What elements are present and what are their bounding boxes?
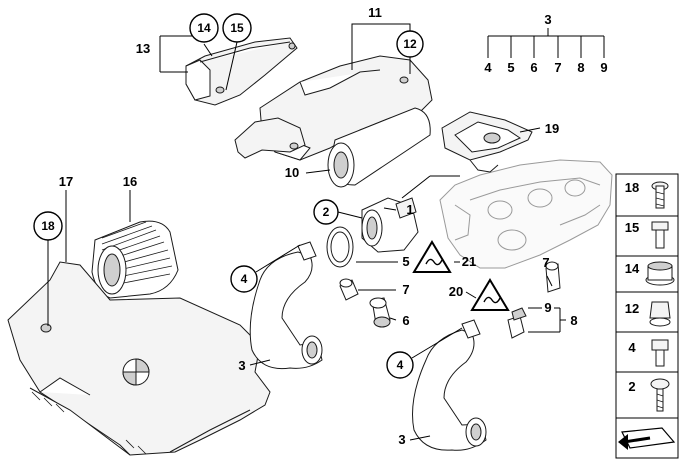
leader-lines bbox=[47, 23, 605, 441]
part-7-hose-connector-right bbox=[545, 261, 561, 293]
callout-4-left: 4 bbox=[230, 265, 258, 293]
group3-item-9: 9 bbox=[600, 60, 607, 75]
callout-4-left-text: 4 bbox=[241, 272, 248, 286]
sidebar-label-4: 4 bbox=[628, 340, 636, 355]
callout-14-text: 14 bbox=[197, 21, 211, 35]
callout-7-left: 7 bbox=[402, 282, 409, 297]
part-13-intake-snorkel bbox=[185, 37, 298, 106]
group3-item-7: 7 bbox=[554, 60, 561, 75]
callout-4-right: 4 bbox=[386, 351, 414, 379]
callout-17: 17 bbox=[59, 174, 73, 189]
callout-13: 13 bbox=[136, 41, 150, 56]
part-16-intake-bellows bbox=[91, 220, 179, 299]
callout-3-top: 3 bbox=[544, 12, 551, 27]
part-10-air-filter bbox=[327, 107, 431, 188]
sidebar-label-18: 18 bbox=[625, 180, 639, 195]
callout-14: 14 bbox=[189, 13, 219, 43]
callout-15: 15 bbox=[222, 13, 252, 43]
group3-item-5: 5 bbox=[507, 60, 514, 75]
group3-item-6: 6 bbox=[530, 60, 537, 75]
part-1-air-mass-meter bbox=[361, 197, 419, 253]
screw-2-icon bbox=[650, 378, 670, 412]
sidebar-label-15: 15 bbox=[625, 220, 639, 235]
bolt-18-icon bbox=[651, 181, 669, 209]
callout-3-left: 3 bbox=[238, 358, 245, 373]
bolt-15-icon bbox=[651, 221, 669, 249]
callout-21: 21 bbox=[462, 254, 476, 269]
callout-12: 12 bbox=[396, 30, 424, 58]
part-3-intake-duct-left bbox=[249, 241, 323, 370]
callout-5: 5 bbox=[402, 254, 409, 269]
callout-18: 18 bbox=[33, 211, 63, 241]
sidebar-label-14: 14 bbox=[625, 261, 640, 276]
part-7-hose-connector-left bbox=[339, 278, 359, 301]
bolt-4-icon bbox=[651, 339, 669, 367]
sidebar-label-2: 2 bbox=[628, 379, 635, 394]
callout-15-text: 15 bbox=[230, 21, 244, 35]
part-19-bracket bbox=[441, 111, 533, 173]
callout-12-text: 12 bbox=[403, 37, 417, 51]
callout-20: 20 bbox=[449, 284, 463, 299]
grommet-14-icon bbox=[645, 261, 675, 286]
callout-6: 6 bbox=[402, 313, 409, 328]
callout-16: 16 bbox=[123, 174, 137, 189]
callout-9: 9 bbox=[544, 300, 551, 315]
callout-4-right-text: 4 bbox=[397, 358, 404, 372]
part-20-warning-label bbox=[470, 278, 510, 311]
callout-8: 8 bbox=[570, 313, 577, 328]
part-9-valve bbox=[507, 307, 527, 339]
group3-item-4: 4 bbox=[484, 60, 492, 75]
callout-19: 19 bbox=[545, 121, 559, 136]
callout-11: 11 bbox=[368, 5, 382, 20]
callout-3-right: 3 bbox=[398, 432, 405, 447]
hardware-sidebar bbox=[615, 173, 679, 459]
cylinder-head-cover bbox=[439, 159, 613, 269]
callout-10: 10 bbox=[285, 165, 299, 180]
part-6-grommet bbox=[369, 297, 391, 328]
part-21-warning-label bbox=[412, 240, 452, 273]
callout-2: 2 bbox=[313, 199, 339, 225]
callout-18-text: 18 bbox=[41, 219, 55, 233]
part-2-seal-ring bbox=[326, 226, 354, 268]
callout-7-right: 7 bbox=[542, 255, 549, 270]
sidebar-label-12: 12 bbox=[625, 301, 639, 316]
nut-12-icon bbox=[649, 301, 671, 327]
part-3-intake-duct-right bbox=[412, 319, 487, 451]
callout-1: 1 bbox=[406, 202, 413, 217]
part-17-engine-cover bbox=[7, 261, 271, 456]
arrow-pictogram-icon bbox=[618, 427, 676, 450]
callout-labels: 14 15 12 18 2 4 4 11 13 3 4 5 bbox=[33, 5, 640, 447]
callout-2-text: 2 bbox=[323, 205, 330, 219]
part-11-filter-housing bbox=[234, 55, 433, 161]
group3-item-8: 8 bbox=[577, 60, 584, 75]
